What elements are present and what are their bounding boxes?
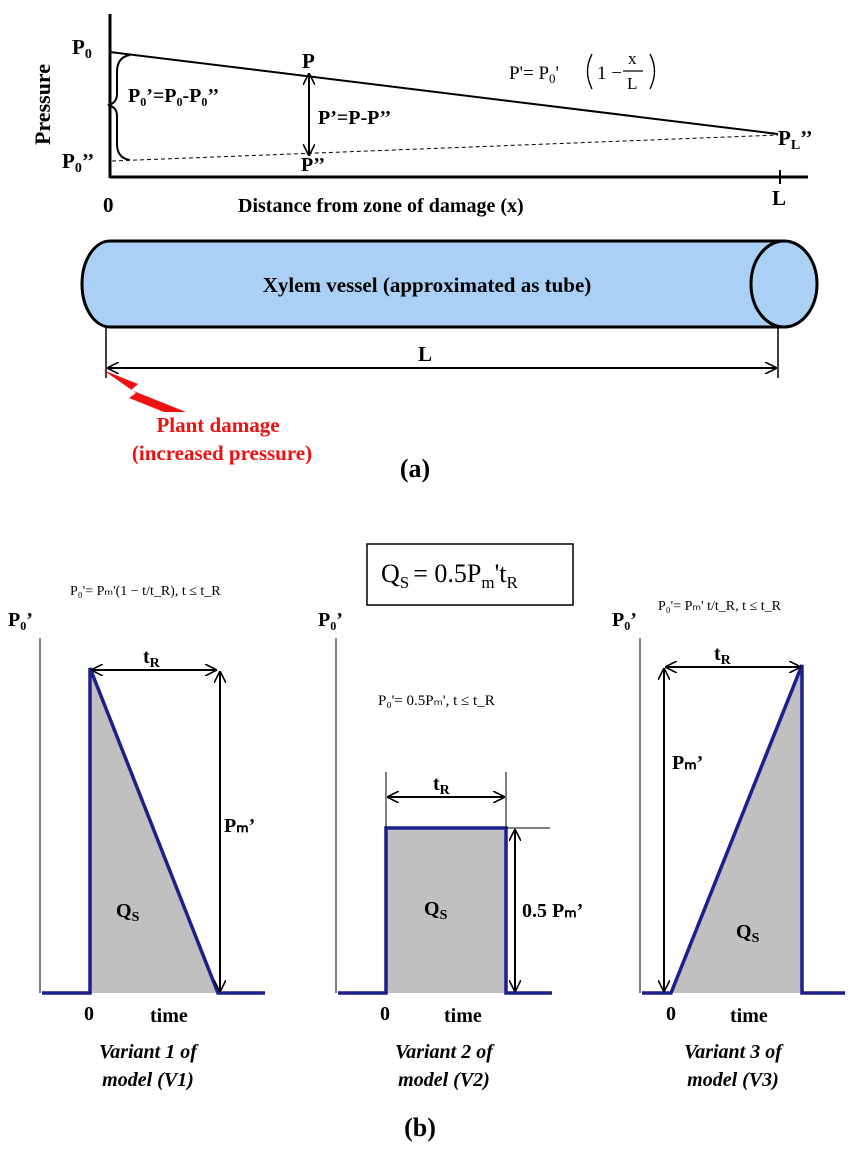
- brace: [107, 54, 131, 161]
- tick-L: L: [772, 186, 786, 210]
- label-p0: P0: [72, 35, 92, 62]
- y-axis-label: Pressure: [30, 64, 55, 145]
- variant-3: P₀’ P₀'= Pₘ' t/t_R, t ≤ t_R tR Pₘ’ QS 0 …: [612, 599, 845, 1091]
- v1-formula: P₀'= Pₘ'(1 − t/t_R), t ≤ t_R: [70, 584, 221, 599]
- variant-2: P₀’ P₀'= 0.5Pₘ', t ≤ t_R tR 0.5 Pₘ’ QS 0…: [318, 609, 583, 1091]
- svg-text:L: L: [627, 74, 637, 93]
- v2-formula: P₀'= 0.5Pₘ', t ≤ t_R: [378, 693, 495, 709]
- label-p: P: [302, 49, 315, 73]
- variant-1: P₀’ P₀'= Pₘ'(1 − t/t_R), t ≤ t_R tR Pₘ’ …: [8, 584, 265, 1091]
- svg-text:x: x: [628, 49, 637, 68]
- qs-box-text: QS= 0.5Pm'tR: [381, 559, 519, 592]
- label-pl: PL’’: [778, 126, 813, 153]
- v3-caption-2: model (V3): [687, 1069, 779, 1091]
- v1-caption-2: model (V1): [102, 1069, 194, 1091]
- brace-equation: P₀’=P₀-P₀’’: [128, 85, 219, 107]
- qs-box: [366, 543, 574, 606]
- v1-pm-label: Pₘ’: [224, 815, 255, 837]
- tube-label: Xylem vessel (approximated as tube): [263, 273, 592, 297]
- v2-caption-2: model (V2): [398, 1069, 490, 1091]
- v2-caption-1: Variant 2 of: [395, 1041, 495, 1063]
- v3-tr-label: tR: [714, 643, 732, 668]
- v3-formula: P₀'= Pₘ' t/t_R, t ≤ t_R: [658, 599, 782, 614]
- total-pressure-line: [109, 51, 779, 135]
- v1-qs-label: QS: [116, 900, 140, 925]
- v1-y-label: P₀’: [8, 609, 33, 631]
- v2-y-label: P₀’: [318, 609, 343, 631]
- arrow-equation: P’=P-P’’: [318, 107, 391, 129]
- damage-line-2: (increased pressure): [132, 441, 312, 465]
- v3-zero: 0: [666, 1003, 676, 1025]
- v3-caption-1: Variant 3 of: [684, 1041, 784, 1063]
- v2-signal: [338, 826, 552, 995]
- v2-qs-label: QS: [424, 898, 448, 923]
- v1-signal: [42, 667, 265, 995]
- label-ppp: P’’: [301, 154, 325, 176]
- caption-a: (a): [400, 454, 430, 483]
- xylem-tube: Xylem vessel (approximated as tube): [80, 239, 819, 329]
- v1-zero: 0: [84, 1003, 94, 1025]
- pressure-formula: P'= P0' 1 − x L: [509, 49, 656, 93]
- v3-pm-label: Pₘ’: [672, 752, 703, 774]
- damage-line-1: Plant damage: [156, 413, 279, 437]
- panel-b: QS= 0.5Pm'tR P₀’ P₀'= Pₘ'(1 − t/t_R), t …: [8, 543, 845, 1142]
- label-p0pp: P0’’: [62, 149, 94, 176]
- v3-signal: [642, 664, 845, 995]
- length-label: L: [418, 342, 432, 366]
- baseline-pressure-line: [111, 134, 779, 162]
- v2-zero: 0: [380, 1003, 390, 1025]
- svg-text:P'= P0': P'= P0': [509, 63, 559, 86]
- v2-area: [386, 828, 506, 993]
- v1-tr-label: tR: [143, 646, 161, 671]
- v3-time: time: [730, 1005, 768, 1027]
- v3-y-label: P₀’: [612, 609, 637, 631]
- v2-pm-label: 0.5 Pₘ’: [522, 900, 583, 922]
- v3-qs-label: QS: [736, 921, 760, 946]
- v2-tr-label: tR: [433, 773, 451, 798]
- caption-b: (b): [404, 1113, 436, 1142]
- v1-time: time: [150, 1005, 188, 1027]
- tick-zero: 0: [103, 193, 114, 217]
- damage-bolt-icon: [103, 370, 186, 412]
- x-axis-label: Distance from zone of damage (x): [238, 195, 524, 217]
- svg-text:1 −: 1 −: [597, 63, 622, 84]
- v1-caption-1: Variant 1 of: [99, 1041, 199, 1063]
- panel-a: Pressure Distance from zone of damage (x…: [30, 14, 819, 483]
- v2-time: time: [444, 1005, 482, 1027]
